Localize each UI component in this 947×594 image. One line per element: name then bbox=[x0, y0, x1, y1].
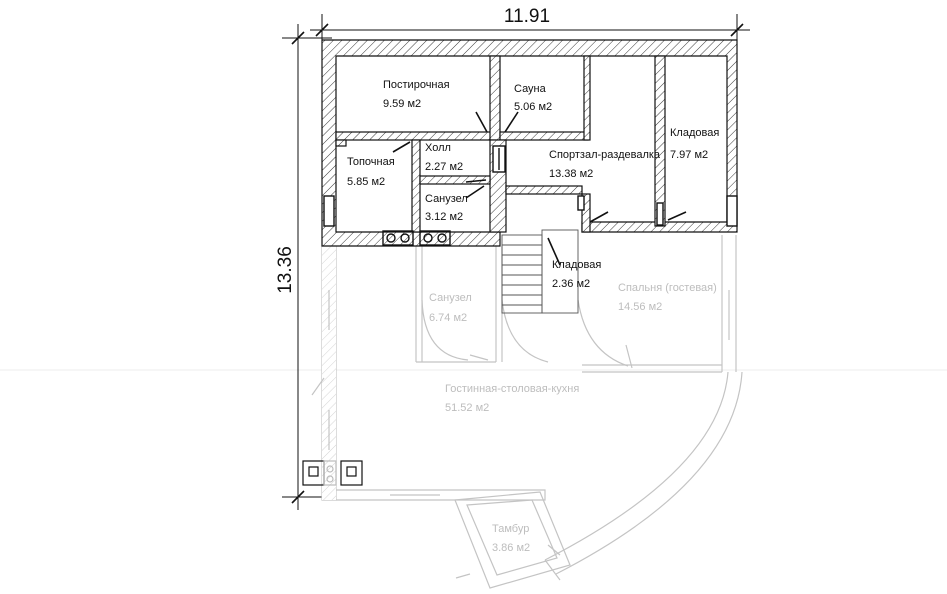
upper-walls bbox=[321, 39, 738, 247]
staircase bbox=[501, 229, 579, 314]
room-name: Сауна bbox=[514, 83, 547, 95]
lower-level bbox=[311, 235, 743, 589]
room-name: Гостинная-столовая-кухня bbox=[445, 383, 579, 395]
room-area: 5.85 м2 bbox=[347, 176, 385, 188]
room-name: Санузел bbox=[425, 193, 468, 205]
room-area: 3.12 м2 bbox=[425, 211, 463, 223]
width-label: 11.91 bbox=[504, 6, 550, 27]
room-name: Спортзал-раздевалка bbox=[549, 149, 661, 161]
room-labels: Постирочная 9.59 м2 Сауна 5.06 м2 Кладов… bbox=[347, 79, 719, 554]
upper-details bbox=[323, 111, 738, 266]
room-area: 6.74 м2 bbox=[429, 312, 467, 324]
room-name: Топочная bbox=[347, 156, 395, 168]
room-area: 2.36 м2 bbox=[552, 278, 590, 290]
room-area: 3.86 м2 bbox=[492, 542, 530, 554]
room-area: 51.52 м2 bbox=[445, 402, 489, 414]
width-dimension bbox=[310, 14, 750, 44]
room-area: 9.59 м2 bbox=[383, 98, 421, 110]
room-area: 5.06 м2 bbox=[514, 101, 552, 113]
height-label: 13.36 bbox=[275, 246, 296, 294]
room-area: 14.56 м2 bbox=[618, 301, 662, 313]
room-area: 13.38 м2 bbox=[549, 168, 593, 180]
room-name: Холл bbox=[425, 142, 451, 154]
room-name: Кладовая bbox=[670, 127, 719, 139]
room-name: Кладовая bbox=[552, 259, 601, 271]
room-name: Санузел bbox=[429, 292, 472, 304]
room-name: Постирочная bbox=[383, 79, 450, 91]
room-name: Спальня (гостевая) bbox=[618, 282, 717, 294]
stove-icon bbox=[302, 460, 363, 486]
room-area: 2.27 м2 bbox=[425, 161, 463, 173]
room-area: 7.97 м2 bbox=[670, 149, 708, 161]
room-name: Тамбур bbox=[492, 523, 529, 535]
